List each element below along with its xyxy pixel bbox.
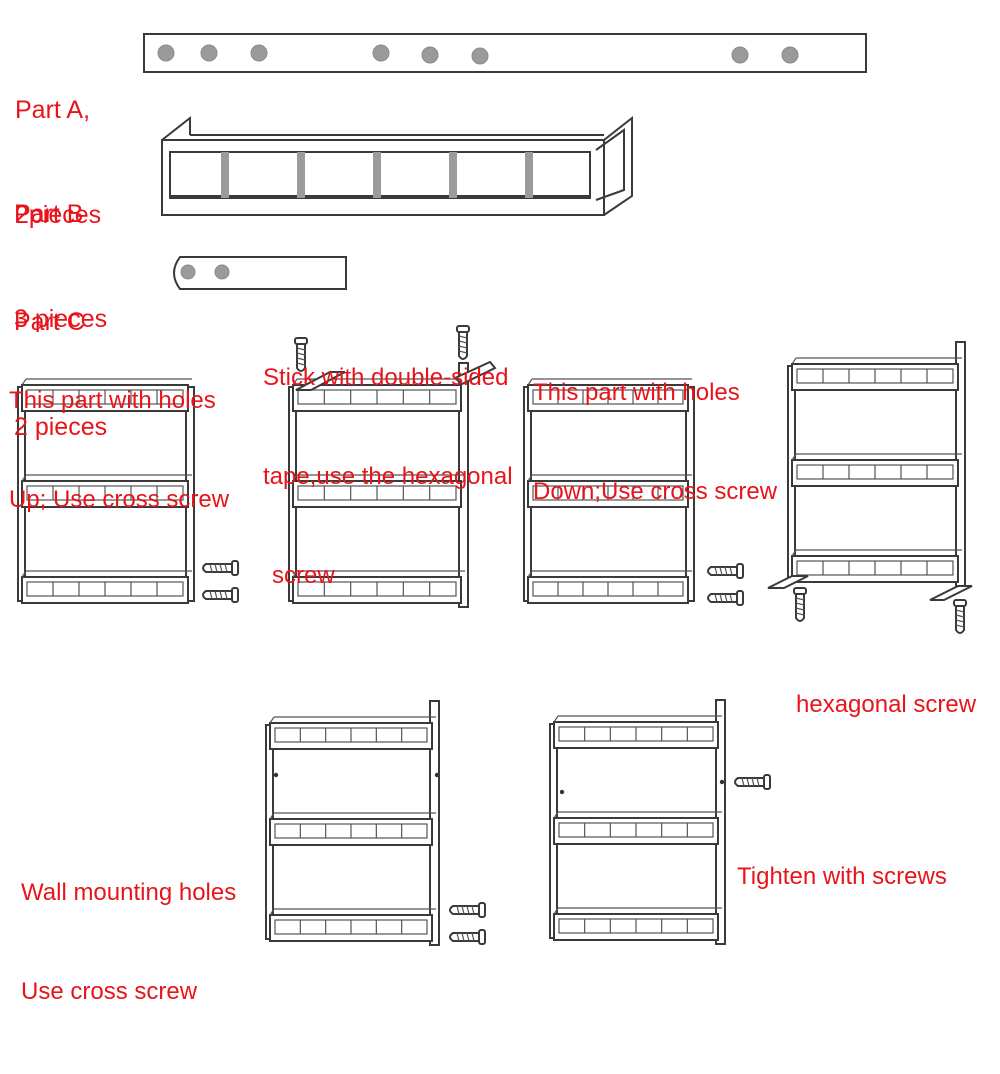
step2-label-line1: Stick with double-sided	[263, 364, 509, 391]
step4-label-line1: hexagonal screw	[796, 691, 977, 718]
part-a-label-line1: Part A,	[15, 96, 91, 124]
step4-label: hexagonal screw	[796, 622, 976, 787]
screw-icon	[456, 325, 470, 360]
screw-icon	[953, 599, 967, 634]
part-c-label-line1: Part C	[14, 308, 85, 336]
step3-label: This part with holes Down;Use cross scre…	[533, 310, 777, 574]
part-c-strip	[173, 256, 347, 290]
diagram-artwork	[17, 33, 973, 946]
step3-label-line2: Down;Use cross screw	[533, 478, 778, 505]
rack-step1	[17, 378, 195, 604]
rack-step2	[288, 362, 469, 608]
rack-step5	[265, 700, 440, 946]
step3-label-line1: This part with holes	[533, 379, 740, 406]
part-b-shelf	[161, 115, 633, 216]
screw-icon	[294, 337, 308, 372]
screw-icon	[707, 563, 744, 579]
screw-icon	[449, 902, 486, 918]
rack-step4	[787, 341, 966, 587]
part-b-label-line1: Part B	[14, 200, 84, 228]
step1-label-line2: Up; Use cross screw	[9, 486, 230, 513]
step6-label-line1: Tighten with screws	[737, 863, 947, 890]
step4-foot-brackets	[767, 575, 973, 601]
part-b-label-line2: 3 pieces	[14, 305, 108, 333]
step1-label-line1: This part with holes	[9, 387, 216, 414]
step5-label-line2: Use cross screw	[21, 978, 198, 1005]
step5-label: Wall mounting holes Use cross screw	[21, 810, 236, 1074]
part-c-label: Part C 2 pieces	[14, 235, 107, 515]
screw-icon	[707, 590, 744, 606]
step2-top-brackets	[295, 360, 497, 391]
rack-step6	[549, 699, 726, 945]
step2-label-line3: screw	[272, 562, 335, 589]
rack-step3	[523, 378, 695, 604]
step2-label: Stick with double-sided tape,use the hex…	[263, 295, 513, 658]
part-a-bar	[143, 33, 867, 73]
screw-icon	[793, 587, 807, 622]
step6-label: Tighten with screws	[737, 794, 947, 959]
screw-icon	[449, 929, 486, 945]
step2-label-line2: tape,use the hexagonal	[263, 463, 513, 490]
part-a-label-line2: 2pieces	[15, 201, 102, 229]
assembly-diagram: Part A, 2pieces Part B 3 pieces Part C 2…	[9, 23, 976, 1005]
screw-icon	[202, 560, 239, 576]
wall-mount-holes	[273, 772, 725, 795]
step1-label: This part with holes Up; Use cross screw	[9, 318, 229, 582]
part-c-label-line2: 2 pieces	[14, 413, 108, 441]
part-a-label: Part A, 2pieces	[15, 23, 101, 303]
screw-icon	[202, 587, 239, 603]
step5-label-line1: Wall mounting holes	[21, 879, 237, 906]
screw-icon	[734, 774, 771, 790]
part-b-label: Part B 3 pieces	[14, 127, 107, 407]
